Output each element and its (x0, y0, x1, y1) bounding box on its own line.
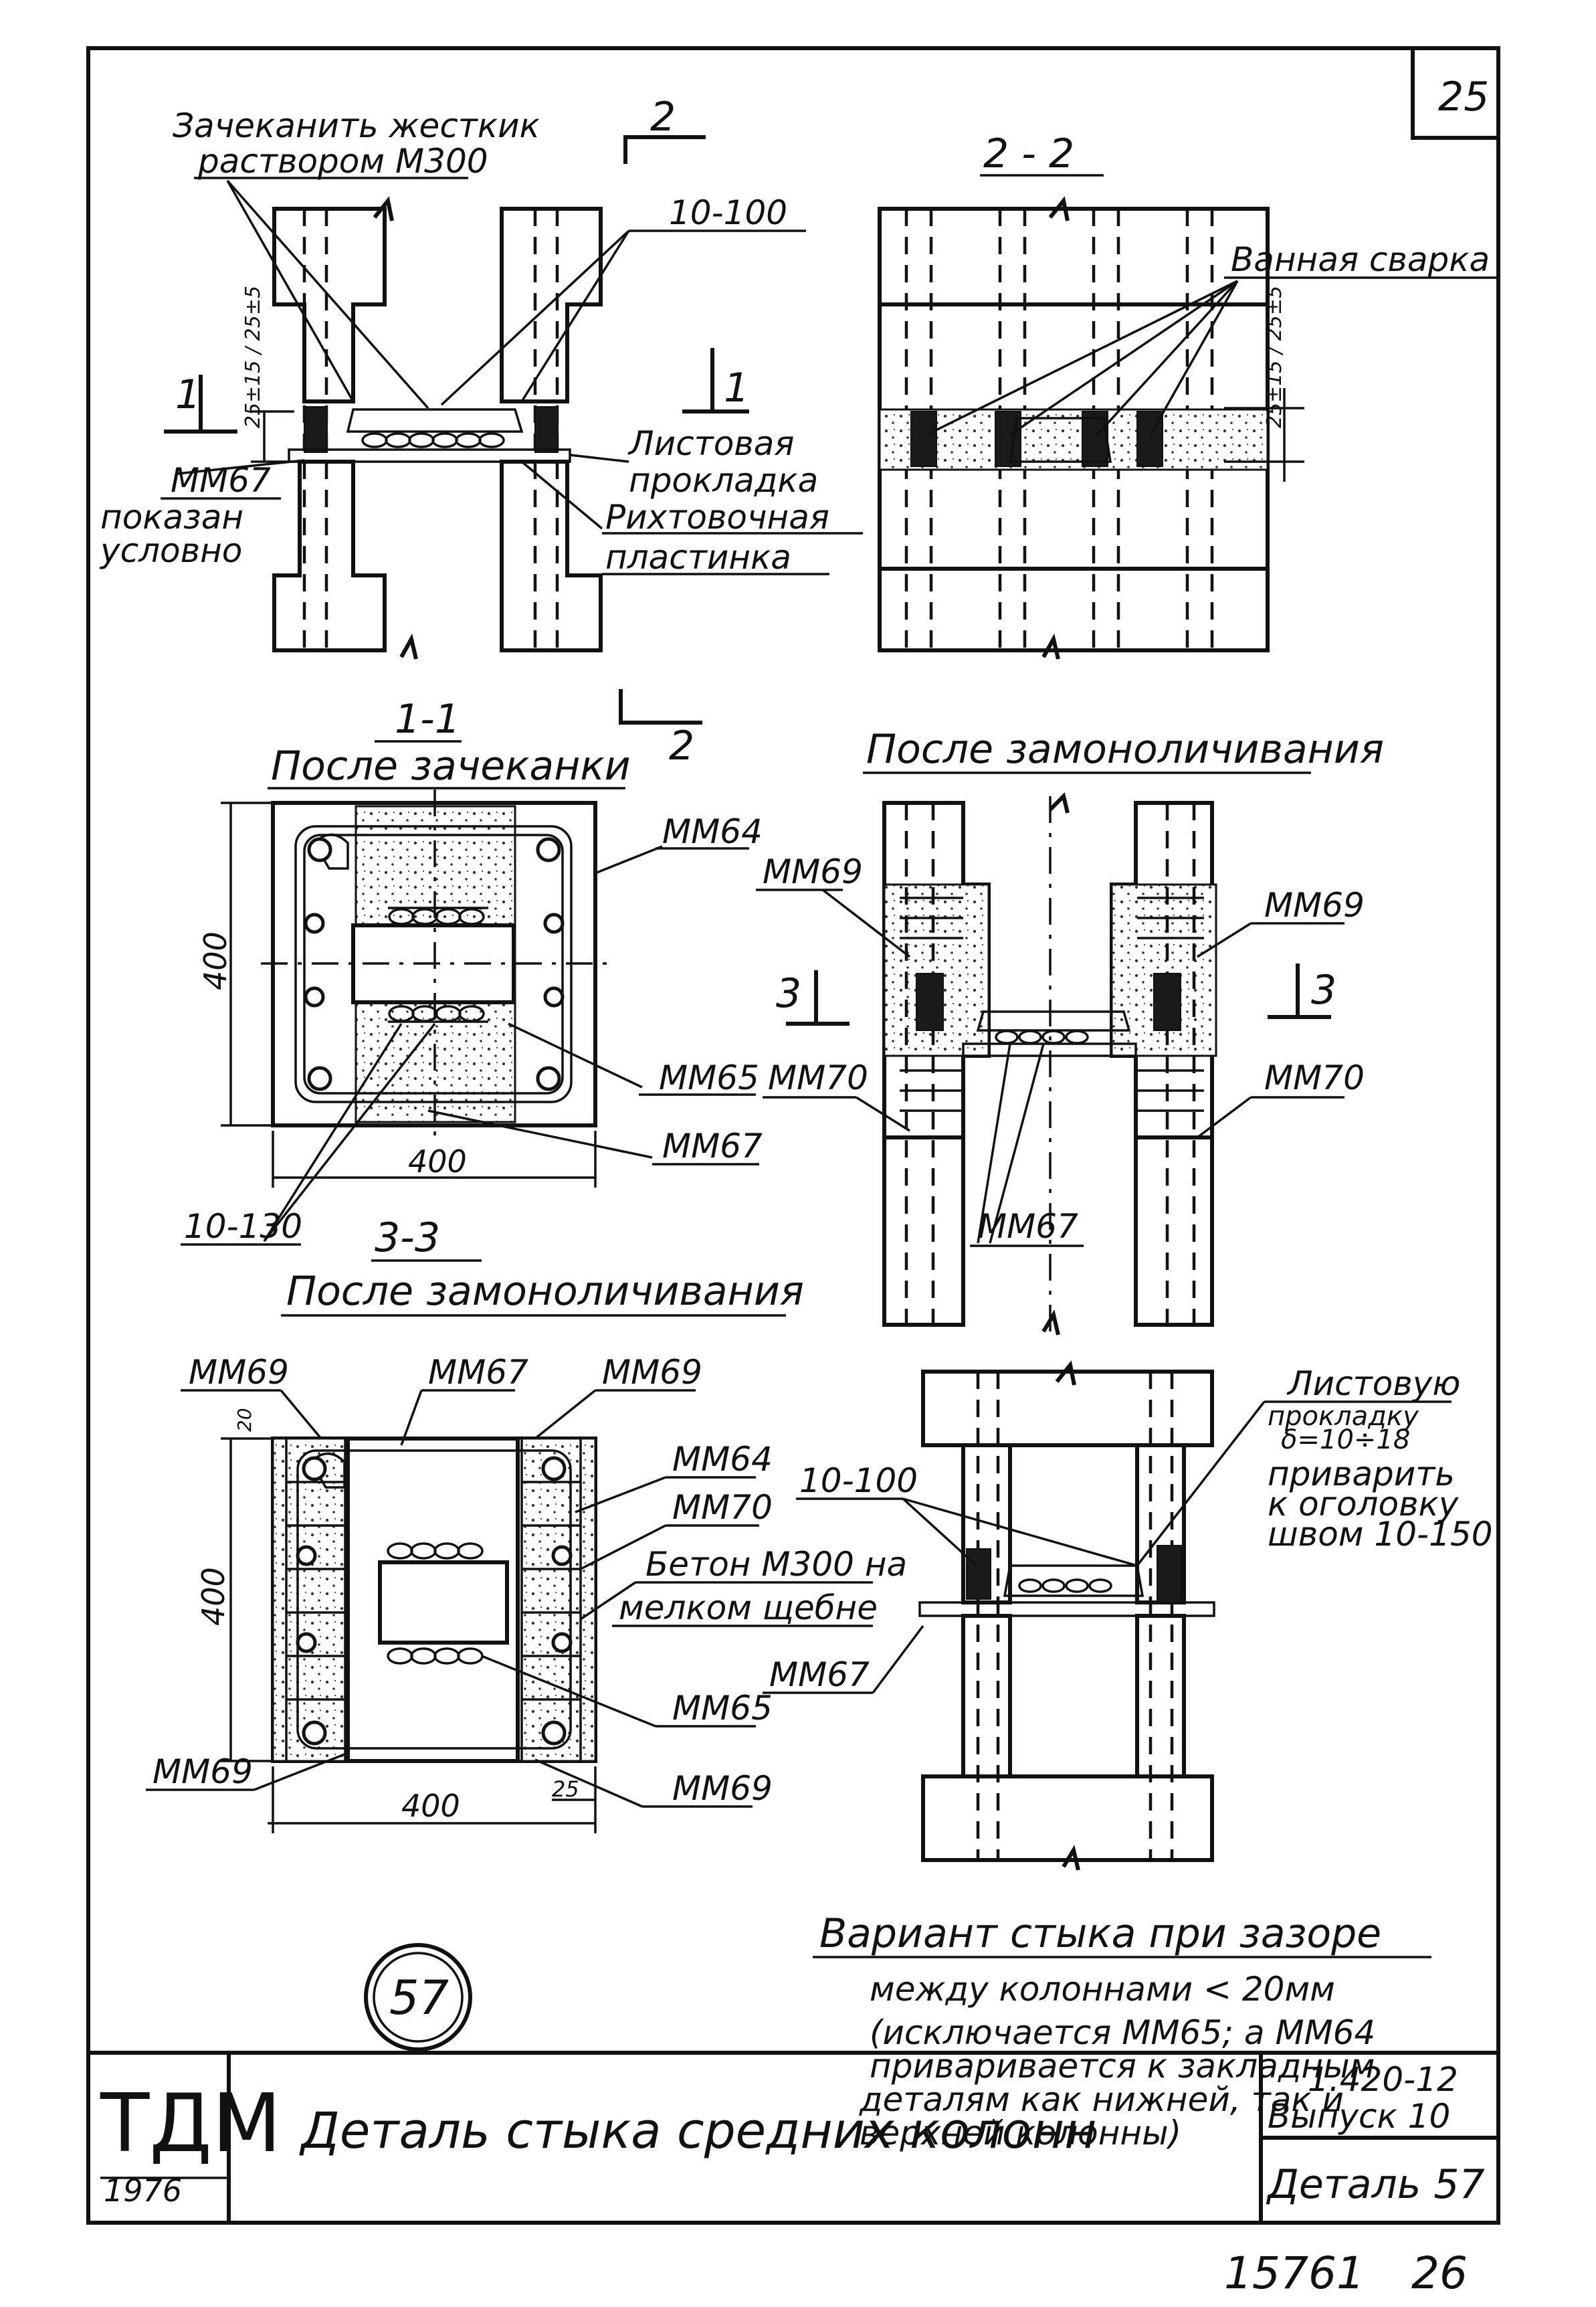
logo-text: ТДМ (100, 2078, 282, 2171)
title-main: Деталь стыка средних колонн (299, 2102, 1096, 2160)
after-monolith-title: После замоноличивания (866, 726, 1384, 773)
mm64-11: ММ64 (662, 812, 763, 851)
mm67-variant-left: ММ67 (769, 1655, 870, 1694)
concrete-1: Бетон М300 на (645, 1545, 907, 1584)
sheet-frame (86, 46, 1500, 2225)
mm67-11: ММ67 (662, 1127, 763, 1166)
dim-20-33: 20 (233, 1408, 256, 1432)
mm70-left: ММ70 (768, 1058, 868, 1097)
section-3-3: 3-3 После замоноличивания (146, 1214, 907, 1833)
note-shown-2: условно (99, 531, 242, 570)
shim-label-2: пластинка (605, 538, 791, 577)
title-issue: Выпуск 10 (1268, 2097, 1450, 2136)
mm69-bl-33: ММ69 (153, 1752, 253, 1791)
section-2-2: 2 - 2 25±15 / 25±5 Ванная сварка (878, 130, 1498, 660)
variant-line-4: деталям как нижней, так и (859, 2080, 1344, 2119)
variant-line-2: (исключается ММ65; а ММ64 (870, 2013, 1375, 2052)
plate-note-6: швом 10-150 (1268, 1515, 1493, 1554)
mm64-33: ММ64 (672, 1440, 773, 1479)
sheet-number-box (1411, 48, 1498, 140)
bath-weld-label: Ванная сварка (1231, 240, 1490, 279)
dim-gap-elev: 25±15 / 25±5 (241, 286, 265, 428)
weld-spec-11: 10-130 (184, 1207, 302, 1246)
mm67-33: ММ67 (428, 1353, 528, 1392)
elevation-view: 2 1 1 Зачеканить жесткик раствором М300 … (99, 94, 863, 660)
dim-400-v-33: 400 (195, 1567, 231, 1626)
mm67-monolith: ММ67 (978, 1207, 1078, 1246)
weld-spec-top: 10-100 (669, 193, 787, 232)
section-1-1: 1-1 После зачеканки 2 400 400 (181, 689, 763, 1246)
detail-circle (364, 1943, 472, 2051)
dim-400-h-11: 400 (408, 1143, 467, 1180)
sheet-footer-number: 15761 (1224, 2247, 1365, 2299)
concrete-2: мелком щебне (619, 1588, 878, 1627)
dim-400-h-33: 400 (401, 1788, 460, 1824)
mm69-tr-33: ММ69 (602, 1353, 702, 1392)
mm65-33: ММ65 (672, 1689, 773, 1728)
title-series: 1.420-12 (1308, 2060, 1458, 2099)
section-11-subtitle: После зачеканки (271, 743, 631, 790)
after-monolith-view: После замоноличивания 3 (756, 726, 1384, 1335)
plate-note-4: приварить (1268, 1455, 1455, 1493)
variant-detail: 10-100 Листовую прокладку δ=10÷18 привар… (796, 1360, 1493, 2152)
plate-label-1: Листовая (627, 424, 795, 463)
section-33-title: 3-3 (375, 1214, 440, 1261)
mm67-elev: ММ67 (171, 461, 271, 500)
elev-cut-1-left: 1 (175, 371, 201, 418)
plate-note-5: к оголовку (1268, 1485, 1460, 1524)
title-block: ТДМ 1976 Деталь стыка средних колонн 1.4… (88, 2051, 1498, 2223)
dim-25-33: 25 (552, 1776, 579, 1802)
elev-cut-2: 2 (650, 94, 676, 141)
detail-number: 57 (389, 1970, 449, 2025)
mm69-br-33: ММ69 (672, 1769, 773, 1808)
section-11-cut-2: 2 (669, 723, 694, 769)
cut-3-right: 3 (1311, 967, 1336, 1014)
sheet-number-top: 25 (1438, 74, 1489, 120)
plate-label-2: прокладка (629, 461, 818, 500)
mm65-11: ММ65 (659, 1058, 759, 1097)
note-caulk-2: раствором М300 (197, 142, 488, 181)
mm69-tl-33: ММ69 (189, 1353, 289, 1392)
variant-line-5: верхней колонны) (860, 2114, 1181, 2152)
cut-3-left: 3 (776, 970, 801, 1017)
page-footer-number: 26 (1411, 2247, 1468, 2299)
plate-note-2: прокладку (1268, 1401, 1419, 1432)
title-detail: Деталь 57 (1266, 2161, 1485, 2208)
mm69-right: ММ69 (1264, 886, 1365, 925)
note-caulk-1: Зачеканить жесткик (173, 106, 540, 145)
note-shown-1: показан (100, 498, 243, 537)
variant-line-1: между колоннами < 20мм (870, 1970, 1335, 2009)
plate-note-1: Листовую (1286, 1364, 1460, 1403)
shim-label-1: Рихтовочная (605, 498, 829, 537)
variant-title: Вариант стыка при зазоре (819, 1910, 1381, 1957)
section-11-title: 1-1 (395, 696, 460, 743)
dim-gap-22: 25±15 / 25±5 (1263, 286, 1286, 428)
dim-400-v-11: 400 (197, 931, 233, 990)
section-33-subtitle: После замоноличивания (286, 1268, 804, 1315)
weld-spec-variant: 10-100 (799, 1461, 918, 1500)
mm70-33: ММ70 (672, 1488, 773, 1527)
section-22-title: 2 - 2 (983, 130, 1074, 177)
elev-cut-1-right: 1 (724, 365, 749, 411)
plate-note-3: δ=10÷18 (1281, 1424, 1410, 1455)
mm70-right: ММ70 (1264, 1058, 1365, 1097)
mm69-left: ММ69 (763, 852, 863, 891)
